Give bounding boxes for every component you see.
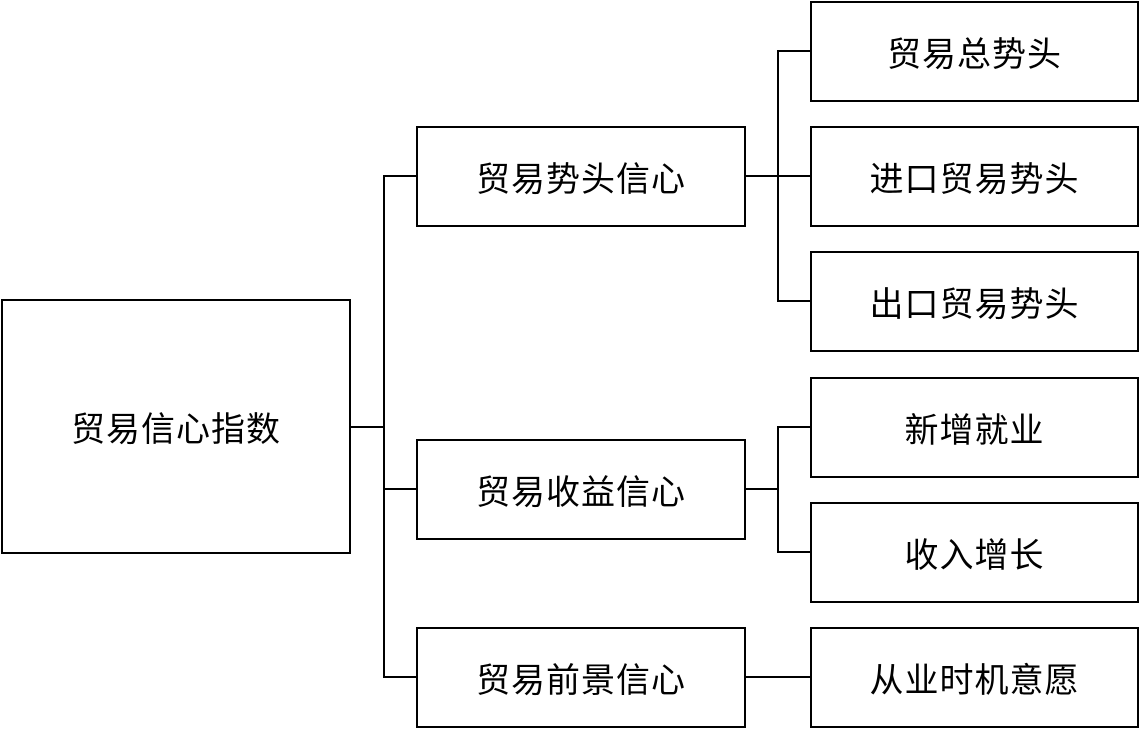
branch-node-momentum: 贸易势头信心 (416, 126, 746, 227)
branch-node-benefit: 贸易收益信心 (416, 439, 746, 540)
leaf-node-import-momentum: 进口贸易势头 (810, 126, 1139, 227)
branch-node-momentum-label: 贸易势头信心 (476, 160, 686, 200)
leaf-node-timing-willingness: 从业时机意愿 (810, 627, 1139, 728)
branch-node-benefit-label: 贸易收益信心 (476, 473, 686, 513)
leaf-node-export-momentum: 出口贸易势头 (810, 251, 1139, 352)
leaf-node-label: 出口贸易势头 (869, 285, 1080, 325)
leaf-node-income-growth: 收入增长 (810, 502, 1139, 603)
leaf-node-total-momentum: 贸易总势头 (810, 1, 1139, 102)
branch-node-outlook: 贸易前景信心 (416, 627, 746, 728)
leaf-node-label: 贸易总势头 (887, 35, 1062, 75)
root-node: 贸易信心指数 (1, 299, 351, 554)
root-node-label: 贸易信心指数 (71, 410, 281, 450)
leaf-node-label: 新增就业 (904, 411, 1045, 451)
leaf-node-new-jobs: 新增就业 (810, 377, 1139, 478)
leaf-node-label: 进口贸易势头 (869, 160, 1080, 200)
leaf-node-label: 收入增长 (904, 536, 1045, 576)
branch-node-outlook-label: 贸易前景信心 (476, 661, 686, 701)
leaf-node-label: 从业时机意愿 (869, 661, 1080, 701)
